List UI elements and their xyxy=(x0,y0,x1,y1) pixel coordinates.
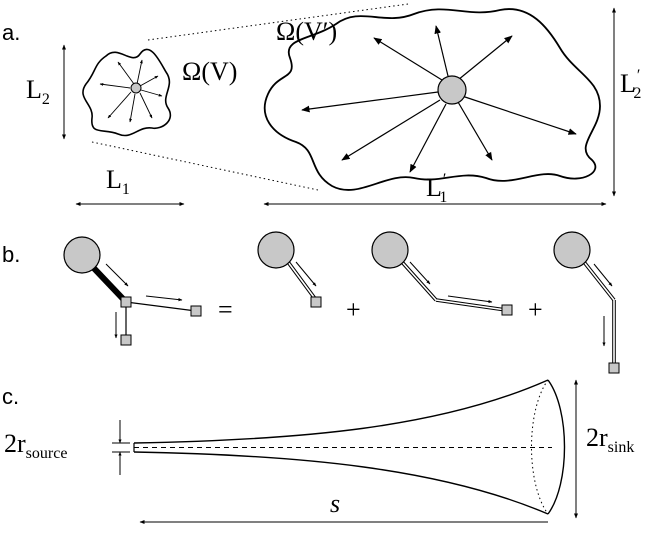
large-domain-outline xyxy=(263,8,601,191)
omega-large-label: Ω(V′) xyxy=(276,17,337,46)
length-label: s xyxy=(330,489,340,518)
network-full xyxy=(63,236,202,346)
trumpet-sink-back xyxy=(531,379,549,515)
small-source-node xyxy=(130,82,142,94)
sink-radius-label: 2rsink xyxy=(586,423,634,456)
plus-sign-2: + xyxy=(528,295,543,324)
small-domain-arrows xyxy=(99,59,163,123)
svg-text:L1: L1 xyxy=(106,165,130,198)
panel-label-a: a. xyxy=(2,20,20,45)
small-domain-outline xyxy=(82,48,172,137)
panel-label-b: b. xyxy=(2,242,20,267)
L1-label: L1 xyxy=(106,165,130,198)
svg-text:2rsink: 2rsink xyxy=(586,423,634,456)
dotted-guide-top xyxy=(147,3,409,41)
svg-text:2rsource: 2rsource xyxy=(4,429,67,462)
L2-prime-label: L′2 xyxy=(620,67,641,102)
network-component-1 xyxy=(257,231,322,308)
large-domain-arrows xyxy=(301,25,577,173)
trumpet-lower-edge xyxy=(133,451,549,515)
panel-label-c: c. xyxy=(2,384,19,409)
plus-sign-1: + xyxy=(346,295,361,324)
network-component-3 xyxy=(553,231,620,374)
omega-small-label: Ω(V) xyxy=(182,57,237,86)
svg-text:L2: L2 xyxy=(26,75,50,108)
source-radius-label: 2rsource xyxy=(4,429,67,462)
trumpet-sink-end xyxy=(547,379,566,515)
svg-text:L′2: L′2 xyxy=(620,67,641,102)
svg-text:L′1: L′1 xyxy=(426,171,447,206)
L1-prime-label: L′1 xyxy=(426,171,447,206)
network-component-2 xyxy=(371,231,513,316)
equals-sign: = xyxy=(218,295,233,324)
large-source-node xyxy=(437,75,467,105)
source-width-marker xyxy=(112,420,130,475)
trumpet-upper-edge xyxy=(133,379,549,444)
L2-label: L2 xyxy=(26,75,50,108)
